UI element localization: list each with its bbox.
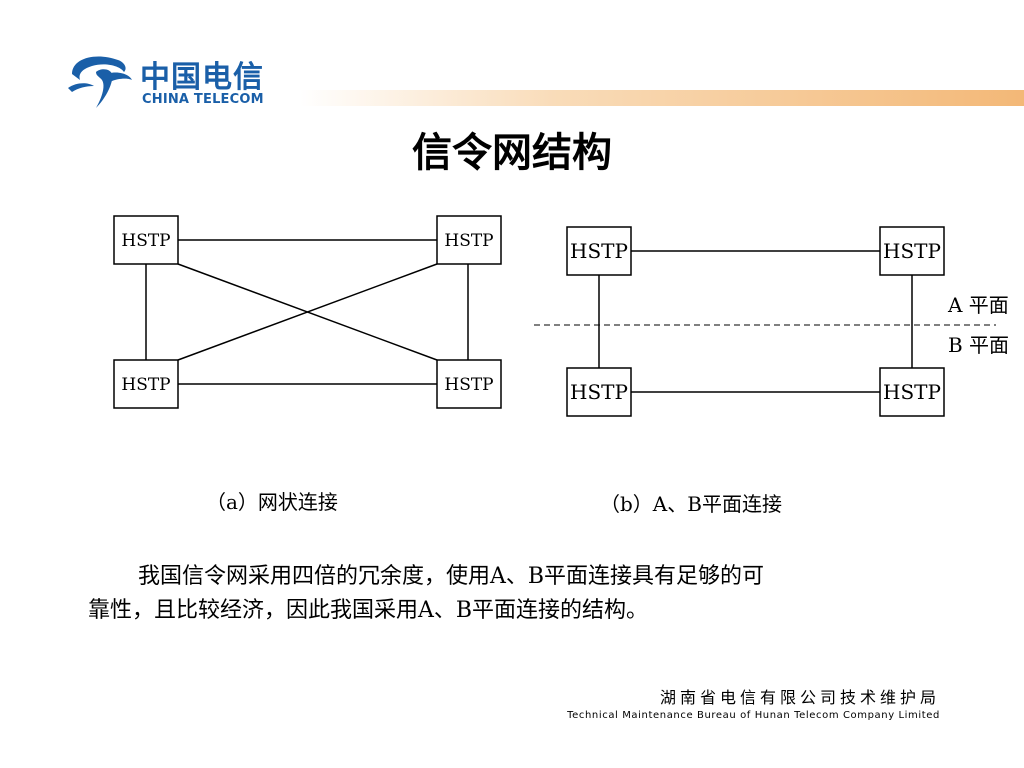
header-gradient-band [300, 90, 1024, 106]
node-label: HSTP [444, 231, 493, 251]
node-a-top-right: HSTP [436, 215, 502, 265]
node-b-top-right: HSTP [879, 226, 945, 276]
node-label: HSTP [883, 380, 941, 404]
node-a-bottom-right: HSTP [436, 359, 502, 409]
node-b-top-left: HSTP [566, 226, 632, 276]
node-label: HSTP [570, 239, 628, 263]
diagram-b-planes [534, 250, 996, 393]
node-label: HSTP [121, 231, 170, 251]
page-title: 信令网结构 [412, 129, 612, 176]
node-label: HSTP [121, 375, 170, 395]
body-paragraph: 我国信令网采用四倍的冗余度，使用A、B平面连接具有足够的可 靠性，且比较经济，因… [88, 560, 888, 628]
china-telecom-logo-icon [68, 56, 132, 108]
footer-org-en: Technical Maintenance Bureau of Hunan Te… [567, 710, 940, 721]
diagram-a-mesh [145, 239, 469, 385]
node-a-bottom-left: HSTP [113, 359, 179, 409]
footer-org-cn: 湖南省电信有限公司技术维护局 [659, 688, 940, 707]
node-a-top-left: HSTP [113, 215, 179, 265]
node-label: HSTP [570, 380, 628, 404]
caption-a: （a）网状连接 [206, 490, 338, 514]
caption-b: （b）A、B平面连接 [600, 492, 782, 516]
paragraph-line-2: 靠性，且比较经济，因此我国采用A、B平面连接的结构。 [88, 598, 649, 623]
node-label: HSTP [883, 239, 941, 263]
paragraph-line-1: 我国信令网采用四倍的冗余度，使用A、B平面连接具有足够的可 [138, 564, 765, 589]
node-b-bottom-right: HSTP [879, 367, 945, 417]
diagram-b-nodes: HSTP HSTP HSTP HSTP [566, 226, 945, 417]
plane-b-label: B 平面 [948, 333, 1009, 357]
logo-text-cn: 中国电信 [140, 60, 264, 95]
logo-text-en: CHINA TELECOM [142, 92, 264, 107]
node-b-bottom-left: HSTP [566, 367, 632, 417]
link-a-diag-2 [177, 263, 438, 361]
node-label: HSTP [444, 375, 493, 395]
diagram-a-nodes: HSTP HSTP HSTP HSTP [113, 215, 502, 409]
plane-a-label: A 平面 [947, 293, 1009, 317]
